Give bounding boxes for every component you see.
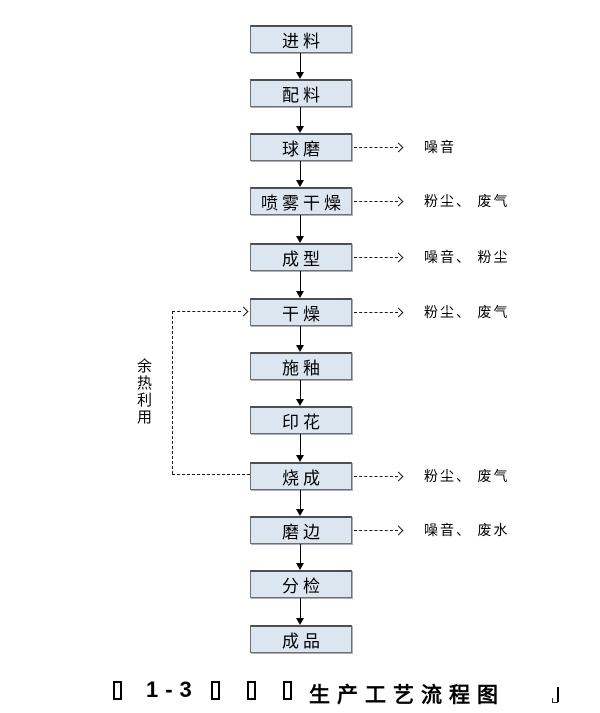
emission-row-drying: 粉尘、 废气 <box>354 303 510 321</box>
text-cursor <box>552 687 559 703</box>
emission-label: 粉尘、 废气 <box>424 470 510 485</box>
emission-label: 噪音 <box>424 141 456 156</box>
emission-label: 噪音、 废水 <box>424 524 510 539</box>
emission-row-forming: 噪音、 粉尘 <box>354 248 510 266</box>
flow-step-box-batching: 配料 <box>250 79 352 107</box>
emission-row-firing: 粉尘、 废气 <box>354 467 510 485</box>
flow-step-box-forming: 成型 <box>250 243 352 271</box>
flow-step-box-printing: 印花 <box>250 406 352 434</box>
flow-step-label: 磨边 <box>282 523 324 542</box>
feedback-label: 余热利用 <box>135 358 151 426</box>
dashed-line <box>354 311 398 313</box>
emission-label: 噪音、 粉尘 <box>424 251 510 266</box>
arrow-right-icon <box>393 307 404 317</box>
flow-step-box-product: 成品 <box>250 625 352 653</box>
flow-step-label: 喷雾干燥 <box>261 194 345 213</box>
emission-row-edging: 噪音、 废水 <box>354 521 510 539</box>
emission-label: 粉尘、 废气 <box>424 195 510 210</box>
missing-glyph-box <box>283 681 292 700</box>
down-arrow <box>296 271 304 298</box>
down-arrow <box>296 544 304 570</box>
emission-row-ball-mill: 噪音 <box>354 138 456 156</box>
down-arrow <box>296 490 304 516</box>
dashed-line <box>354 146 398 148</box>
dashed-line <box>354 475 398 477</box>
missing-glyph-box <box>113 681 122 700</box>
down-arrow <box>296 161 304 187</box>
flow-step-label: 干燥 <box>282 305 324 324</box>
missing-glyph-box <box>247 681 256 700</box>
flow-step-label: 配料 <box>282 86 324 105</box>
down-arrow <box>296 53 304 79</box>
flow-step-label: 进料 <box>282 32 324 51</box>
dashed-line <box>354 529 398 531</box>
flow-step-box-glazing: 施釉 <box>250 352 352 380</box>
flow-step-label: 印花 <box>282 413 324 432</box>
dashed-line <box>354 256 398 258</box>
dashed-line <box>354 200 398 202</box>
arrow-right-icon <box>393 471 404 481</box>
down-arrow <box>296 380 304 406</box>
feedback-line-top <box>172 311 241 312</box>
flow-step-label: 球磨 <box>282 140 324 159</box>
flow-step-box-ball-mill: 球磨 <box>250 133 352 161</box>
flow-step-label: 成品 <box>282 632 324 651</box>
flow-step-label: 成型 <box>282 250 324 269</box>
missing-glyph-box <box>211 681 220 700</box>
flow-step-label: 分检 <box>282 577 324 596</box>
down-arrow <box>296 107 304 133</box>
feedback-line-bottom <box>172 474 250 475</box>
arrow-right-icon <box>393 525 404 535</box>
arrow-right-icon <box>393 252 404 262</box>
flow-step-box-firing: 烧成 <box>250 462 352 490</box>
arrow-right-icon <box>393 196 404 206</box>
arrow-right-icon <box>393 142 404 152</box>
down-arrow <box>296 215 304 243</box>
flow-step-box-edging: 磨边 <box>250 516 352 544</box>
emission-label: 粉尘、 废气 <box>424 306 510 321</box>
flow-step-box-drying: 干燥 <box>250 298 352 326</box>
feedback-line-vertical <box>172 311 173 474</box>
flow-step-box-sorting: 分检 <box>250 570 352 598</box>
down-arrow <box>296 326 304 352</box>
arrow-right-icon <box>238 306 249 317</box>
down-arrow <box>296 434 304 462</box>
figure-number: 1-3 <box>146 677 199 702</box>
down-arrow <box>296 598 304 625</box>
flow-step-label: 烧成 <box>282 469 324 488</box>
figure-caption: 生产工艺流程图 <box>309 683 505 707</box>
emission-row-spray-dry: 粉尘、 废气 <box>354 192 510 210</box>
flow-step-label: 施釉 <box>282 359 324 378</box>
flow-step-box-feed: 进料 <box>250 25 352 53</box>
flow-step-box-spray-dry: 喷雾干燥 <box>250 187 352 215</box>
